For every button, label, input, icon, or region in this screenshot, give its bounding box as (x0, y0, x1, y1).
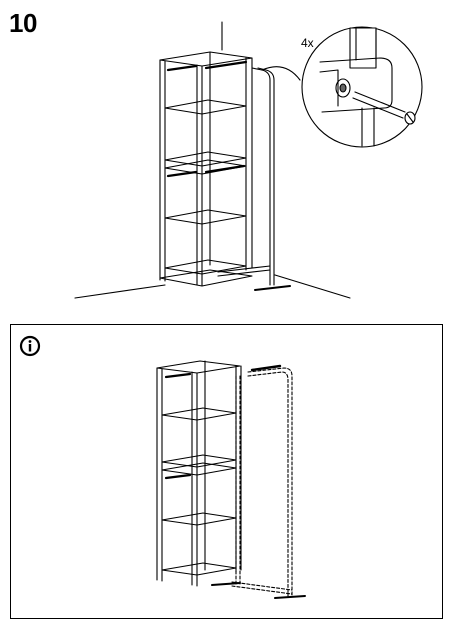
detail-content (319, 27, 416, 147)
floor-line-right (274, 274, 351, 299)
info-panel (10, 324, 443, 619)
quantity-label: 4x (301, 36, 314, 50)
shelf-unit (159, 51, 253, 287)
info-shelf-unit (156, 360, 242, 587)
detail-magnifier (301, 26, 423, 148)
info-circle-icon (19, 335, 41, 357)
floor-line-left (74, 284, 166, 299)
step-number: 10 (9, 8, 37, 38)
info-clothes-rail-dashed (231, 367, 293, 597)
step-illustration (74, 21, 423, 299)
